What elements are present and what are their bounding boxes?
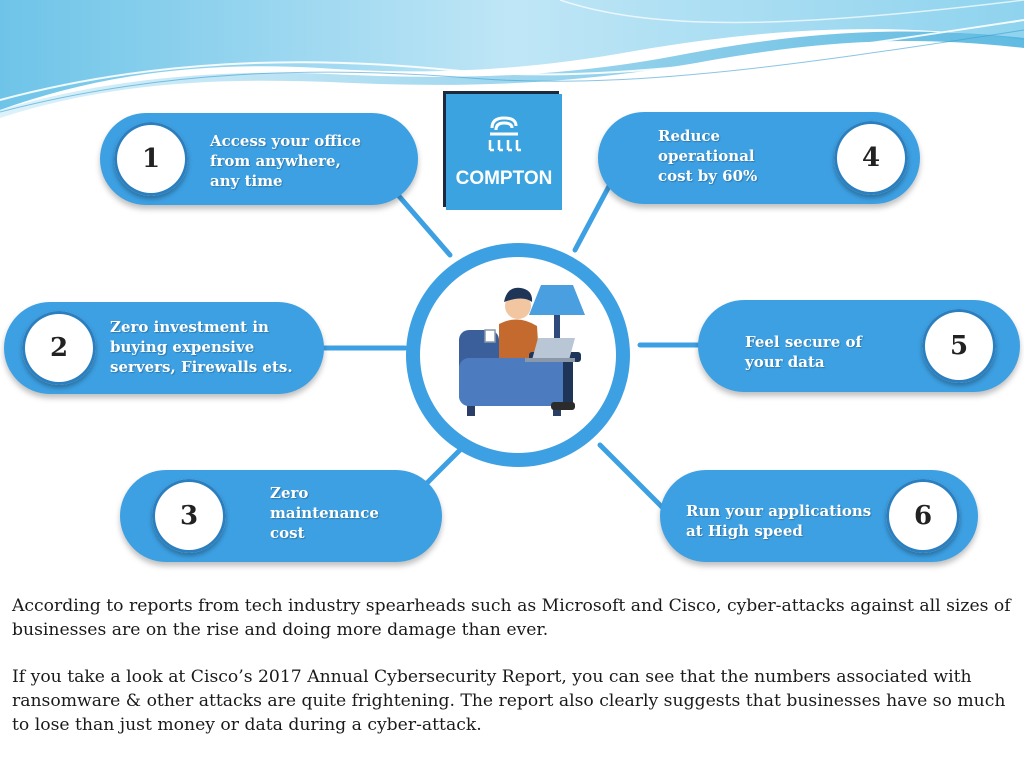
wave-header: [0, 0, 1024, 119]
benefit-number-2: 2: [22, 311, 96, 385]
benefit-1-line-2: from anywhere,: [210, 152, 341, 170]
benefit-text-2: Zero investment in buying expensive serv…: [110, 317, 293, 377]
benefit-2-line-3: servers, Firewalls ets.: [110, 358, 293, 376]
benefit-3-line-2: maintenance: [270, 504, 379, 522]
benefit-2-line-2: buying expensive: [110, 338, 255, 356]
benefit-number-6: 6: [886, 479, 960, 553]
benefit-text-5: Feel secure of your data: [745, 332, 862, 372]
benefit-4-line-2: operational: [658, 147, 755, 165]
benefit-text-4: Reduce operational cost by 60%: [658, 126, 757, 186]
benefit-4-line-1: Reduce: [658, 127, 721, 145]
compton-logo-text: COMPTON: [455, 168, 553, 189]
body-paragraph-2: If you take a look at Cisco’s 2017 Annua…: [12, 667, 1006, 735]
benefit-text-1: Access your office from anywhere, any ti…: [210, 131, 361, 191]
connector-6: [597, 442, 668, 513]
benefit-5-line-1: Feel secure of: [745, 333, 862, 351]
benefit-1-line-3: any time: [210, 172, 283, 190]
central-illustration: [406, 243, 630, 467]
benefit-6-line-2: at High speed: [686, 522, 803, 540]
benefit-3-line-3: cost: [270, 524, 305, 542]
benefit-4-line-3: cost by 60%: [658, 167, 758, 185]
benefit-number-1: 1: [114, 122, 188, 196]
benefit-2-line-1: Zero investment in: [110, 318, 269, 336]
benefit-3-line-1: Zero: [270, 484, 309, 502]
body-paragraph-1: According to reports from tech industry …: [12, 596, 1011, 640]
benefit-number-5: 5: [922, 309, 996, 383]
compton-logo: COMPTON: [446, 94, 562, 210]
benefit-1-line-1: Access your office: [210, 132, 362, 150]
benefit-text-6: Run your applications at High speed: [686, 501, 871, 541]
benefit-number-3: 3: [152, 479, 226, 553]
benefit-number-4: 4: [834, 121, 908, 195]
benefit-text-3: Zero maintenance cost: [270, 483, 379, 543]
benefit-5-line-2: your data: [745, 353, 825, 371]
body-text: According to reports from tech industry …: [12, 594, 1016, 760]
compton-logo-icon: [488, 116, 521, 152]
benefit-6-line-1: Run your applications: [686, 502, 872, 520]
